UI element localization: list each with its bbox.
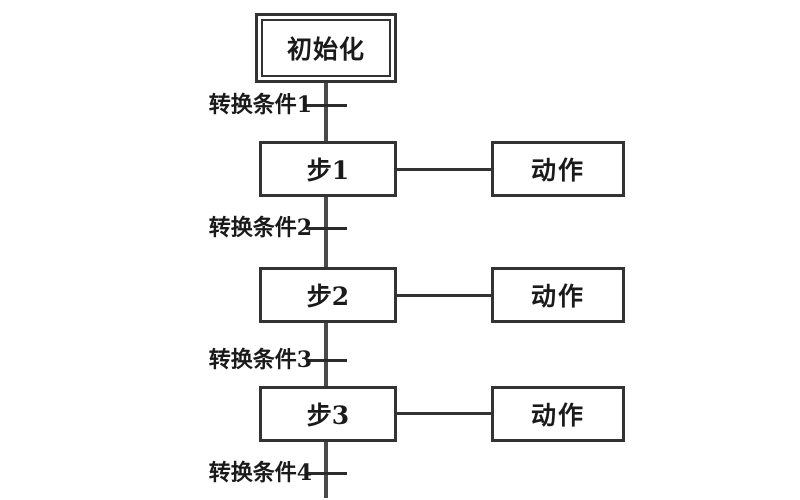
initial-step-label: 初始化	[261, 19, 391, 77]
action-box-2: 动作	[491, 267, 625, 323]
step-box-1: 步1	[259, 141, 397, 197]
transition-label-3: 转换条件3	[208, 347, 312, 373]
action-connector-3	[396, 412, 492, 415]
transition-bar-2	[306, 227, 347, 230]
action-connector-2	[396, 294, 492, 297]
transition-bar-1	[306, 104, 347, 107]
transition-label-1: 转换条件1	[208, 92, 312, 118]
step-box-2: 步2	[259, 267, 397, 323]
transition-label-2: 转换条件2	[208, 215, 312, 241]
step-box-3: 步3	[259, 386, 397, 442]
action-box-1: 动作	[491, 141, 625, 197]
transition-label-4: 转换条件4	[208, 460, 312, 486]
action-connector-1	[396, 168, 492, 171]
initial-step-box: 初始化	[255, 13, 397, 83]
action-box-3: 动作	[491, 386, 625, 442]
transition-bar-4	[306, 472, 347, 475]
transition-bar-3	[306, 359, 347, 362]
